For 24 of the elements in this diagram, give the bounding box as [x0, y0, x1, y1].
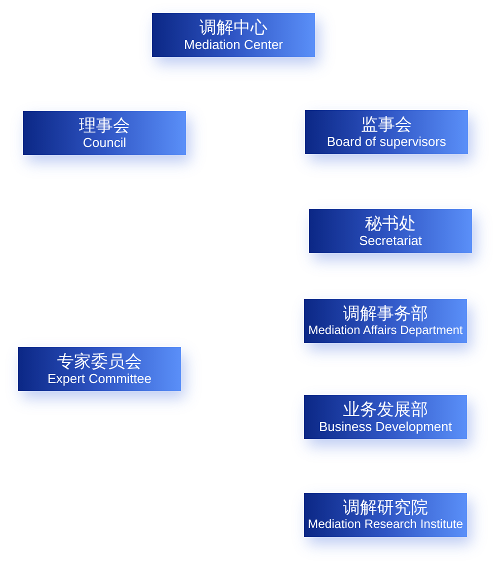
- org-unit-box: [152, 13, 315, 57]
- unit-name: 调解研究院: [343, 498, 428, 517]
- unit-english-name: Expert Committee: [47, 371, 152, 386]
- unit-english-name: Mediation Center: [184, 37, 283, 52]
- unit-english-name: Secretariat: [359, 233, 422, 248]
- unit-english-name: Mediation Research Institute: [308, 517, 464, 532]
- unit-english-name: Board of supervisors: [326, 134, 446, 149]
- unit-name: 理事会: [79, 116, 130, 135]
- org-unit-box: [304, 299, 467, 343]
- org-unit-box: [305, 110, 468, 154]
- org-unit-box: [309, 209, 472, 253]
- unit-english-name: Council: [82, 135, 126, 150]
- unit-name: 秘书处: [365, 214, 416, 233]
- org-unit-box: [23, 111, 186, 155]
- unit-name: 监事会: [361, 115, 412, 134]
- unit-name: 业务发展部: [343, 400, 428, 419]
- unit-name: 专家委员会: [57, 352, 142, 371]
- org-unit-box: [304, 493, 467, 537]
- unit-name: 调解中心: [200, 18, 268, 37]
- unit-english-name: Mediation Affairs Department: [308, 323, 463, 338]
- org-unit-box: [304, 395, 467, 439]
- unit-name: 调解事务部: [343, 304, 428, 323]
- org-unit-box: [18, 347, 181, 391]
- unit-english-name: Business Development: [319, 419, 452, 434]
